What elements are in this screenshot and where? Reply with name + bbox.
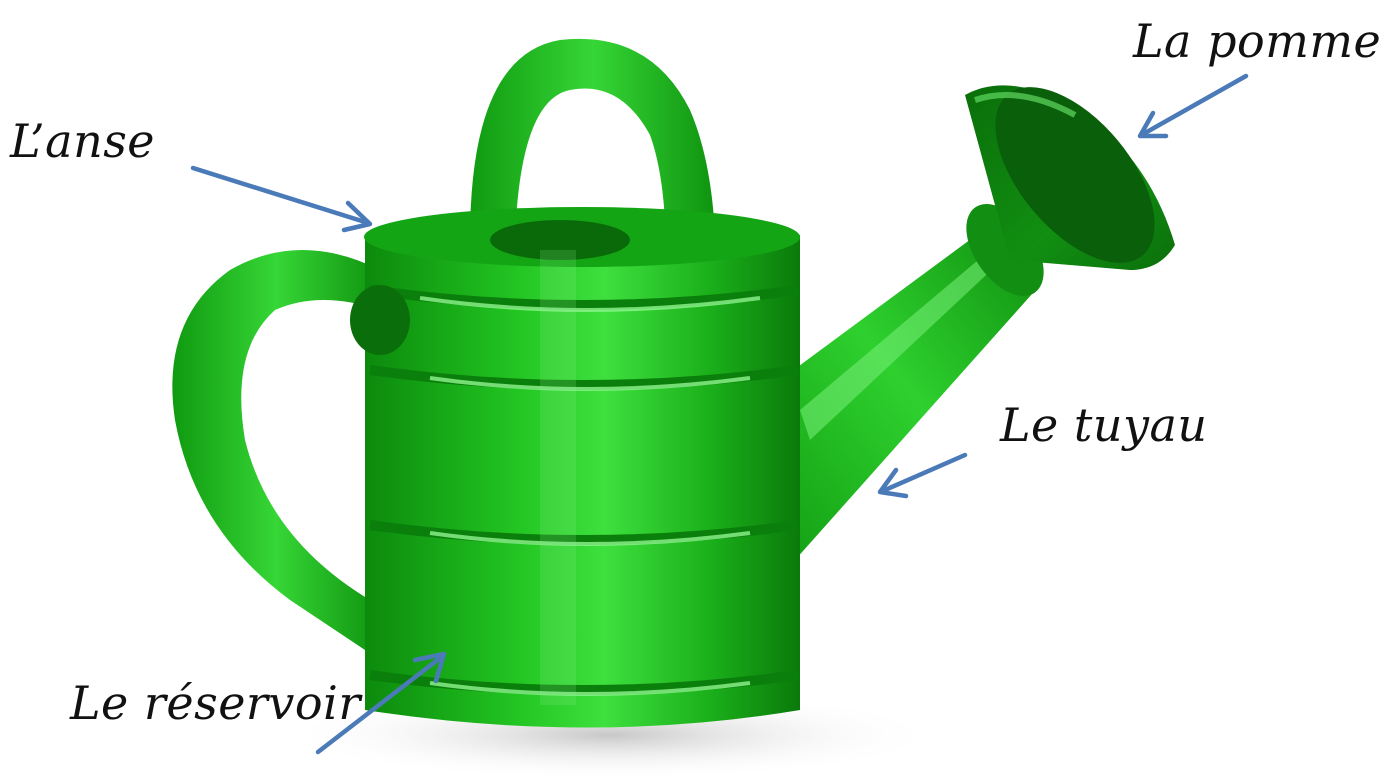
label-pomme: La pomme [1133, 18, 1381, 64]
arrow-tuyau [880, 455, 965, 496]
label-anse: L’anse [10, 118, 155, 164]
tank-highlight [540, 250, 576, 705]
label-reservoir: Le réservoir [70, 680, 361, 726]
label-tuyau: Le tuyau [1000, 402, 1208, 448]
arrow-pomme [1140, 76, 1246, 136]
handle-joint [350, 285, 410, 355]
arrow-anse [193, 168, 370, 230]
rear-handle [172, 250, 380, 650]
